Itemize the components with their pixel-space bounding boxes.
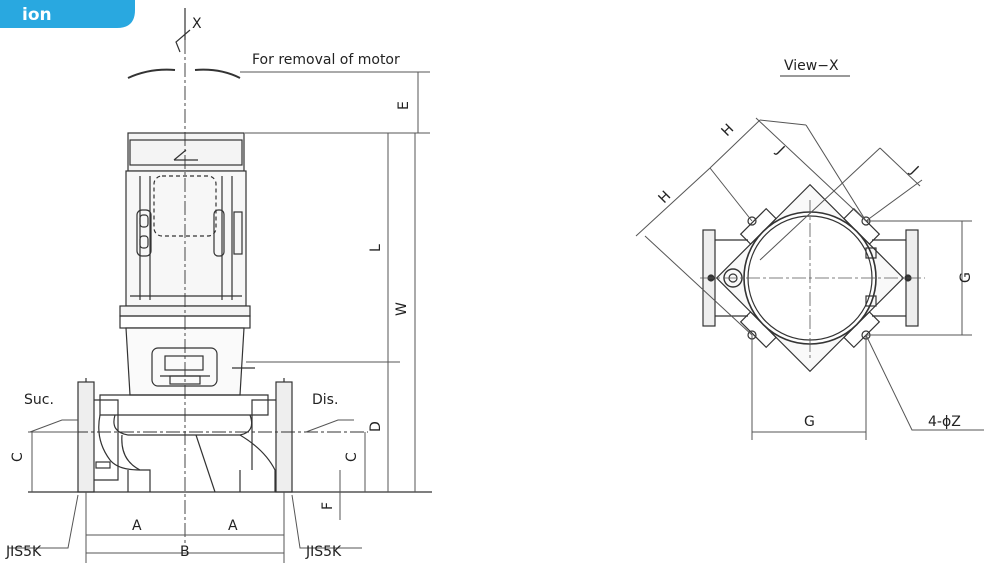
dim-h-upper: H xyxy=(719,121,738,140)
flange-right-label: JIS5K xyxy=(305,544,342,560)
dim-g-horizontal: G xyxy=(804,414,815,430)
dim-f: F xyxy=(320,502,336,510)
dim-e: E xyxy=(396,101,412,110)
dim-j-upper: J xyxy=(772,143,787,158)
front-dimensions xyxy=(8,72,430,563)
view-arrow-x xyxy=(175,8,191,53)
dim-l: L xyxy=(368,244,384,252)
dim-w: W xyxy=(394,302,410,316)
section-tab-text: ion xyxy=(22,5,52,25)
dim-c-right: C xyxy=(344,452,360,462)
pump-casing xyxy=(95,327,276,493)
dim-j-lower: J xyxy=(906,163,921,178)
flange-left-label: JIS5K xyxy=(5,544,42,560)
dim-g-vertical: G xyxy=(958,272,974,283)
suction-label: Suc. xyxy=(24,392,54,408)
dim-a-left: A xyxy=(132,518,142,534)
holes-label: 4-ϕZ xyxy=(928,414,961,430)
view-x-dimensions xyxy=(635,117,984,440)
motor-removal-outline xyxy=(127,68,241,79)
front-view xyxy=(28,8,432,545)
dim-a-right: A xyxy=(228,518,238,534)
dim-d: D xyxy=(368,421,384,432)
discharge-label: Dis. xyxy=(312,392,338,408)
section-tab: ion xyxy=(0,0,135,28)
removal-note: For removal of motor xyxy=(252,52,400,68)
dim-b: B xyxy=(180,544,190,560)
view-x-title: View−X xyxy=(784,58,839,74)
view-arrow-label: X xyxy=(192,16,202,32)
dim-c-left: C xyxy=(10,452,26,462)
